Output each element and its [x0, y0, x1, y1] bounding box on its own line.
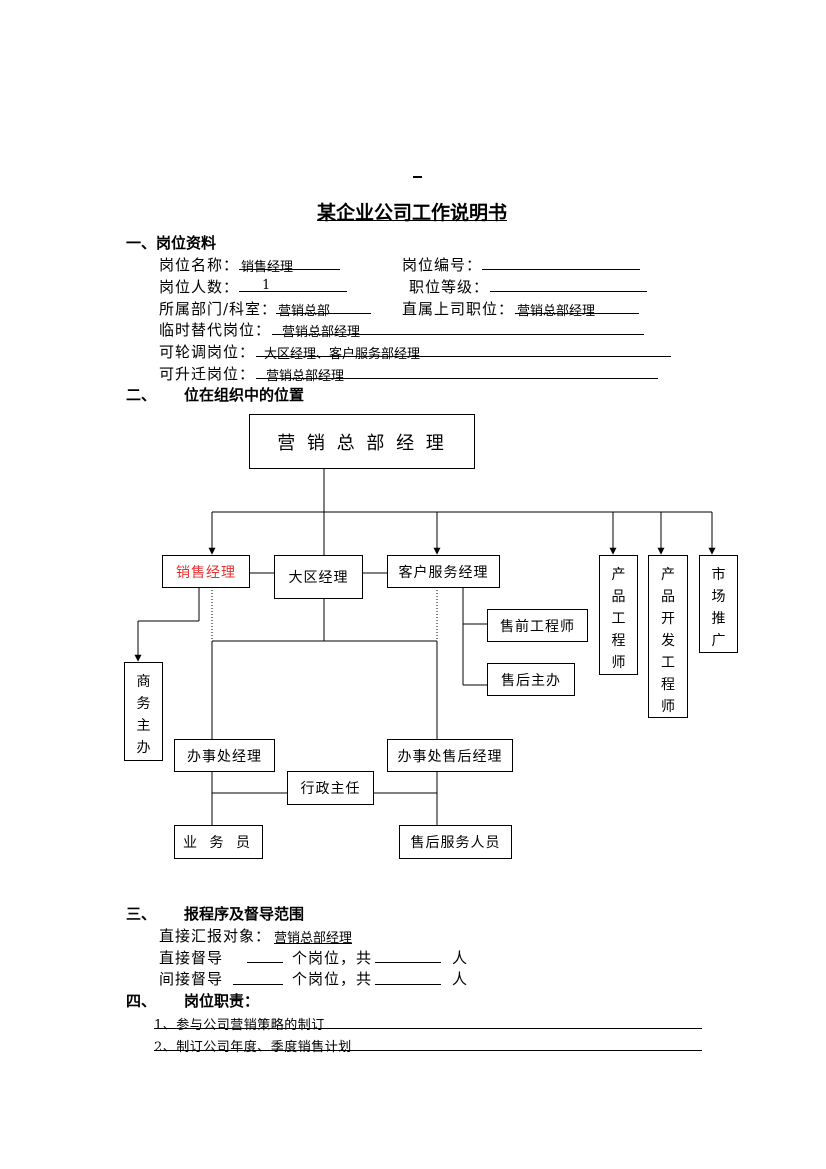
org-product-dev-engineer-char: 师	[661, 699, 675, 715]
org-product-engineer-char: 产	[611, 567, 626, 583]
org-product-engineer-char: 程	[611, 633, 626, 649]
org-customer-service-label: 客户服务经理	[398, 564, 489, 581]
promotion-value: 营销总部经理	[266, 369, 345, 384]
position-name-label: 岗位名称：	[159, 256, 240, 274]
org-sales-manager-box: 销售经理	[162, 555, 250, 588]
org-top-label: 营 销 总 部 经 理	[277, 432, 447, 454]
org-business-director-char: 办	[136, 740, 151, 756]
org-presales-engineer-box: 售前工程师	[487, 609, 588, 642]
org-product-engineer-char: 师	[611, 655, 626, 671]
superior-underline	[515, 313, 639, 314]
org-business-director-char: 商	[136, 674, 151, 690]
org-customer-service-box: 客户服务经理	[387, 555, 500, 588]
direct-supervise-positions-text: 个岗位，共	[292, 949, 373, 967]
org-top-box: 营 销 总 部 经 理	[249, 414, 475, 469]
org-business-director-box: 商 务 主 办	[124, 662, 163, 761]
rotation-label: 可轮调岗位：	[159, 343, 256, 361]
position-name-value: 销售经理	[241, 260, 294, 275]
direct-supervise-positions-blank	[247, 962, 283, 963]
org-product-engineer-box: 产 品 工 程 师	[599, 555, 638, 675]
org-salesperson-label: 业 务 员	[183, 835, 254, 851]
position-count-underline	[239, 291, 347, 292]
org-product-dev-engineer-char: 发	[661, 633, 675, 649]
substitute-underline	[272, 334, 644, 335]
duty-item-underline	[154, 1050, 702, 1051]
org-salesperson-box: 业 务 员	[174, 825, 263, 859]
org-regional-manager-label: 大区经理	[288, 570, 349, 586]
org-market-promotion-box: 市 场 推 广	[699, 555, 738, 653]
superior-label: 直属上司职位：	[402, 300, 515, 318]
indirect-supervise-positions-text: 个岗位，共	[292, 970, 373, 988]
department-value: 营销总部	[278, 304, 331, 319]
header-dash	[413, 176, 422, 178]
position-grade-label: 职位等级：	[409, 278, 490, 296]
org-product-dev-engineer-box: 产 品 开 发 工 程 师	[648, 555, 688, 718]
position-code-label: 岗位编号：	[402, 256, 483, 274]
promotion-underline	[256, 378, 658, 379]
substitute-value: 营销总部经理	[282, 325, 361, 340]
org-office-aftersales-manager-label: 办事处售后经理	[397, 748, 503, 765]
direct-report-value: 营销总部经理	[274, 931, 353, 946]
superior-value: 营销总部经理	[517, 304, 596, 319]
org-market-promotion-char: 场	[711, 589, 726, 605]
section-3-heading: 报程序及督导范围	[184, 905, 305, 923]
direct-supervise-people-blank	[375, 962, 441, 963]
org-sales-manager-label: 销售经理	[176, 564, 236, 581]
org-office-manager-label: 办事处经理	[187, 748, 262, 765]
org-product-engineer-char: 品	[611, 589, 626, 605]
org-product-dev-engineer-char: 产	[661, 567, 675, 583]
section-1-heading: 一、岗位资料	[126, 232, 216, 253]
position-count-value: 1	[262, 278, 271, 293]
position-grade-underline	[490, 291, 647, 292]
org-product-dev-engineer-char: 工	[661, 655, 675, 671]
direct-report-label: 直接汇报对象：	[159, 927, 272, 945]
org-product-dev-engineer-char: 程	[661, 677, 675, 693]
indirect-supervise-positions-blank	[233, 984, 283, 985]
org-office-manager-box: 办事处经理	[174, 739, 275, 772]
position-code-underline	[482, 269, 640, 270]
org-product-dev-engineer-char: 品	[661, 589, 675, 605]
direct-supervise-unit: 人	[452, 949, 469, 967]
org-regional-manager-box: 大区经理	[274, 555, 363, 599]
direct-supervise-label: 直接督导	[159, 949, 224, 967]
section-2-heading: 位在组织中的位置	[184, 386, 305, 404]
indirect-supervise-label: 间接督导	[159, 970, 224, 988]
org-aftersales-director-label: 售后主办	[501, 672, 561, 689]
org-market-promotion-char: 市	[711, 567, 726, 583]
duty-item: 1、参与公司营销策略的制订	[154, 1018, 325, 1033]
duty-item-underline	[154, 1028, 702, 1029]
indirect-supervise-people-blank	[375, 984, 441, 985]
org-market-promotion-char: 推	[711, 611, 726, 627]
section-4-number: 四、	[126, 992, 157, 1010]
org-presales-engineer-label: 售前工程师	[500, 618, 575, 635]
org-admin-director-label: 行政主任	[300, 781, 361, 797]
position-name-underline	[239, 269, 340, 270]
section-1-text: 一、岗位资料	[126, 234, 217, 252]
page-title: 某企业公司工作说明书	[317, 202, 508, 224]
indirect-supervise-unit: 人	[452, 970, 469, 988]
org-business-director-char: 务	[136, 696, 151, 712]
rotation-underline	[256, 356, 671, 357]
org-business-director-char: 主	[136, 718, 151, 734]
department-underline	[276, 313, 371, 314]
section-4-heading: 岗位职责：	[184, 992, 260, 1010]
section-3-number: 三、	[126, 905, 157, 923]
org-aftersales-director-box: 售后主办	[487, 663, 575, 696]
org-market-promotion-char: 广	[711, 633, 726, 649]
duty-item: 2、制订公司年度、季度销售计划	[154, 1040, 352, 1055]
promotion-label: 可升迁岗位：	[159, 365, 256, 383]
substitute-label: 临时替代岗位：	[159, 321, 272, 339]
org-admin-director-box: 行政主任	[287, 771, 374, 805]
org-product-engineer-char: 工	[611, 611, 626, 627]
section-2-number: 二、	[126, 386, 157, 404]
position-count-label: 岗位人数：	[159, 278, 240, 296]
org-aftersales-staff-box: 售后服务人员	[399, 825, 512, 859]
org-product-dev-engineer-char: 开	[661, 611, 675, 627]
rotation-value: 大区经理、客户服务部经理	[264, 347, 421, 362]
department-label: 所属部门/科室：	[159, 300, 278, 318]
org-office-aftersales-manager-box: 办事处售后经理	[387, 739, 513, 772]
org-aftersales-staff-label: 售后服务人员	[410, 835, 501, 851]
